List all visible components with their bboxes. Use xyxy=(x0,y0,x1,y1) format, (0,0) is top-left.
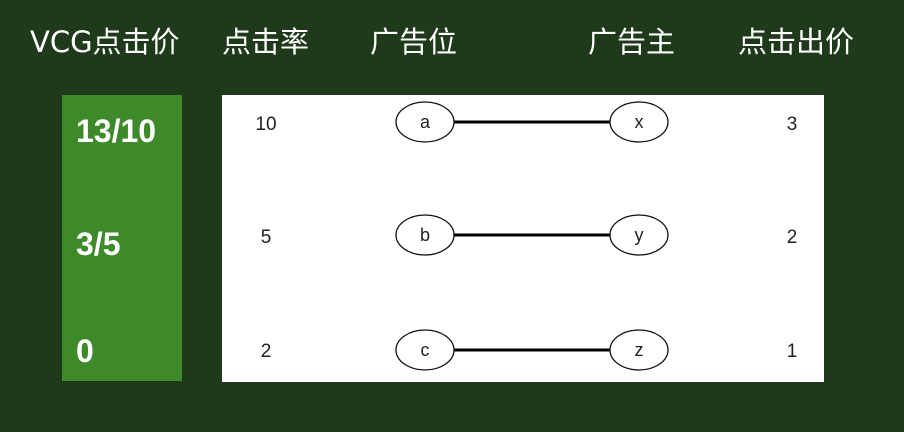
slot-node-c-label: c xyxy=(421,340,430,360)
click-bid-row-1: 3 xyxy=(787,114,798,135)
matching-panel: 10 a x 3 5 b y 2 2 c z 1 xyxy=(222,95,824,382)
bipartite-matching-diagram: 10 a x 3 5 b y 2 2 c z 1 xyxy=(255,101,798,371)
advertiser-node-z xyxy=(609,329,669,371)
header-vcg-price: VCG点击价 xyxy=(30,25,180,59)
advertiser-node-x xyxy=(609,101,669,143)
slot-node-b xyxy=(395,214,455,256)
click-bid-row-2: 2 xyxy=(787,227,798,248)
header-click-bid: 点击出价 xyxy=(738,25,855,59)
header-click-rate: 点击率 xyxy=(222,25,310,59)
vcg-price-row-3: 0 xyxy=(76,333,94,369)
advertiser-node-y xyxy=(609,214,669,256)
slot-node-a xyxy=(395,101,455,143)
slot-node-c xyxy=(395,329,455,371)
click-rate-row-1: 10 xyxy=(255,114,276,135)
advertiser-node-z-label: z xyxy=(635,340,644,360)
advertiser-node-x-label: x xyxy=(635,112,644,132)
slot-node-a-label: a xyxy=(420,112,431,132)
slot-node-b-label: b xyxy=(420,225,430,245)
header-advertiser: 广告主 xyxy=(588,25,676,59)
vcg-price-column: 13/10 3/5 0 xyxy=(62,95,182,381)
vcg-price-row-1: 13/10 xyxy=(76,113,157,149)
click-rate-row-3: 2 xyxy=(261,341,272,362)
advertiser-node-y-label: y xyxy=(635,225,644,245)
click-bid-row-3: 1 xyxy=(787,341,798,362)
header-ad-slot: 广告位 xyxy=(370,25,458,59)
click-rate-row-2: 5 xyxy=(261,227,272,248)
vcg-price-row-2: 3/5 xyxy=(76,226,121,262)
